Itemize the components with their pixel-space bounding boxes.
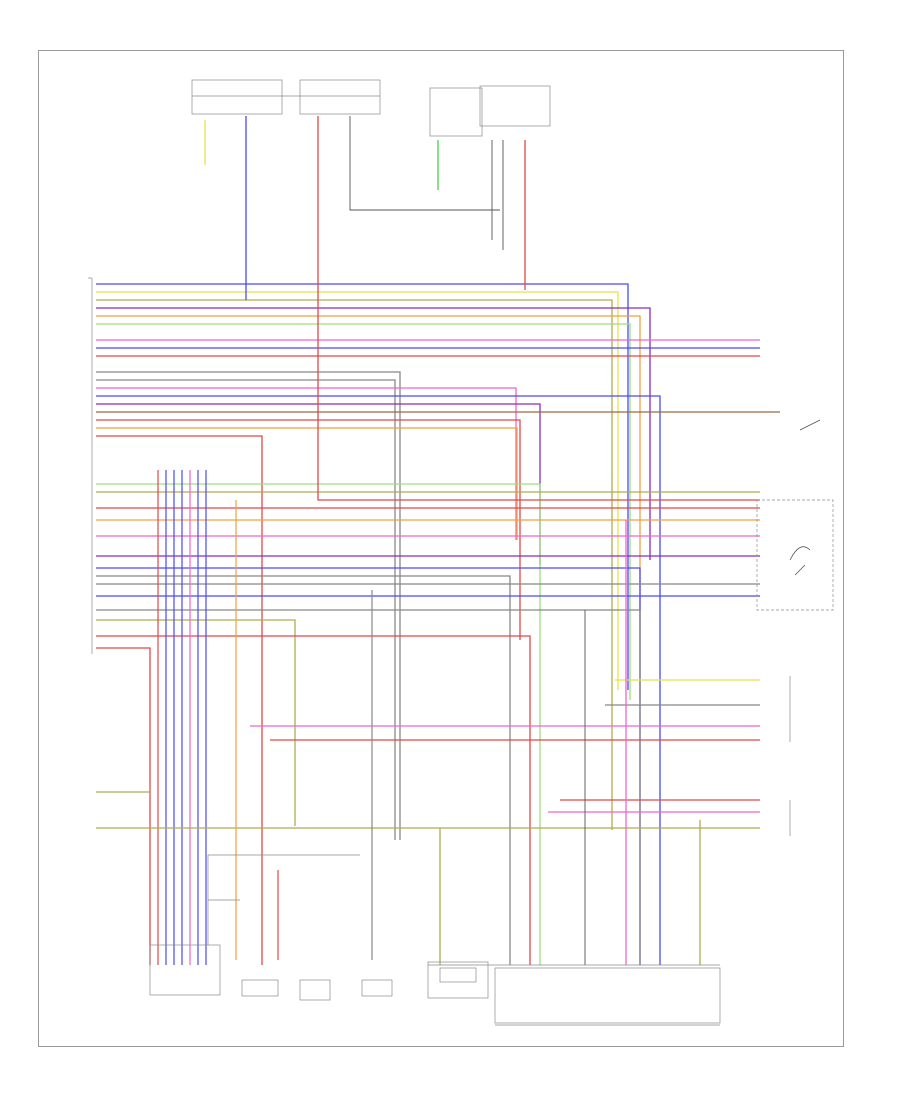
wire	[96, 419, 521, 640]
wire	[96, 567, 641, 965]
wire	[96, 291, 619, 690]
wire	[96, 379, 396, 840]
wire	[96, 635, 531, 965]
top-fuse-block	[191, 79, 551, 137]
wire	[96, 609, 641, 965]
wire	[96, 575, 511, 965]
wire-harness	[96, 116, 780, 965]
wire	[317, 116, 760, 501]
wire	[96, 619, 296, 826]
wire	[96, 323, 631, 700]
wire	[96, 299, 613, 830]
wire	[96, 283, 629, 690]
wire	[96, 307, 651, 560]
wire	[96, 647, 151, 965]
wire	[96, 427, 518, 540]
wire	[96, 395, 661, 965]
wire	[96, 371, 401, 840]
wire	[96, 435, 263, 965]
ecu-connector-block	[88, 277, 93, 654]
wire	[349, 116, 500, 211]
right-components	[756, 419, 834, 836]
wire	[96, 387, 517, 540]
wire	[96, 483, 541, 965]
bottom-components	[149, 854, 721, 1026]
diagram-frame	[38, 50, 844, 1047]
